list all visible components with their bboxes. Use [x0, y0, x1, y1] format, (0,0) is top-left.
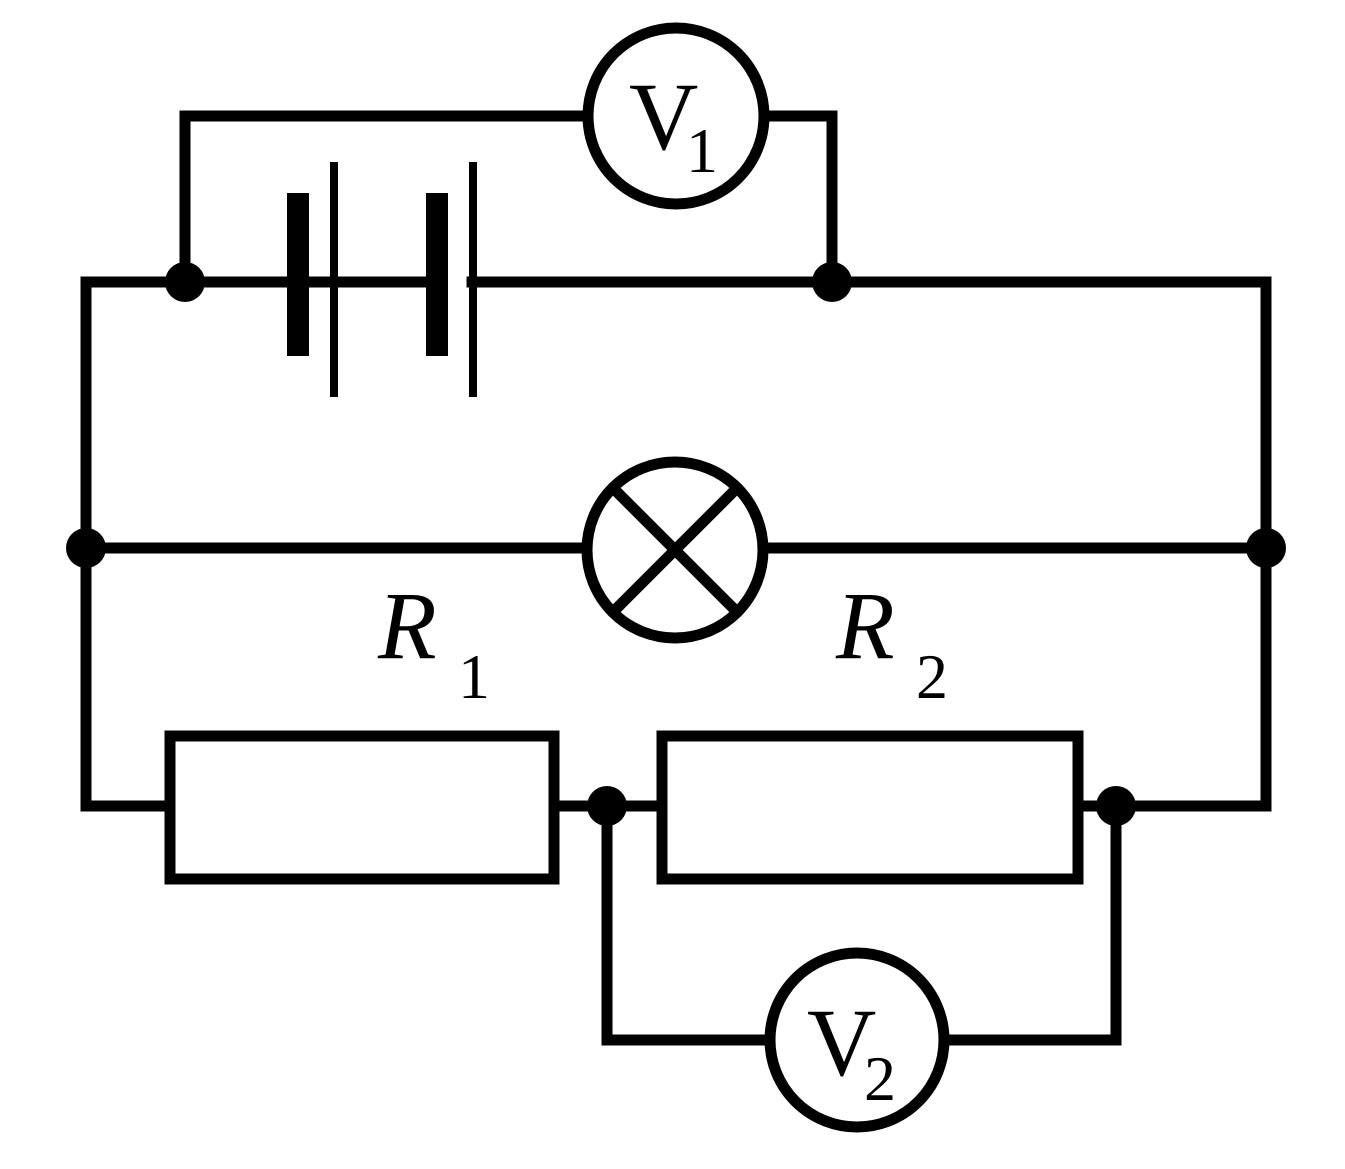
- battery: [287, 162, 477, 397]
- wire-r2-right: [1072, 542, 1272, 812]
- junction-node: [1246, 528, 1286, 568]
- junction-node: [812, 262, 852, 302]
- junction-node: [587, 786, 627, 826]
- wire-v1-right: [759, 110, 838, 288]
- v1-letter: V: [629, 63, 698, 170]
- wire-r1-left: [80, 542, 176, 812]
- junction-node: [165, 262, 205, 302]
- resistor-r1: [164, 730, 560, 885]
- v1-subscript: 1: [686, 115, 718, 186]
- v2-branch: V 2: [601, 800, 1122, 1133]
- lamp-cross-icon: [605, 480, 745, 620]
- r1-subscript: 1: [458, 641, 490, 712]
- junction-nodes: [66, 262, 1286, 826]
- voltmeter-v1: [582, 22, 770, 210]
- wire-v2-right: [938, 800, 1122, 1046]
- junction-node: [1096, 786, 1136, 826]
- resistor-r2: [656, 730, 1084, 885]
- wire-top-left: [80, 276, 191, 554]
- lamp-branch: [80, 456, 1272, 644]
- resistor-branch: R 1 R 2: [80, 542, 1272, 885]
- r1-letter: R: [377, 572, 437, 679]
- voltmeter-v2: [764, 947, 950, 1133]
- junction-node: [66, 528, 106, 568]
- v2-subscript: 2: [864, 1043, 896, 1114]
- r2-letter: R: [835, 572, 895, 679]
- wire-v1-left: [179, 110, 591, 288]
- v2-letter: V: [807, 989, 876, 1096]
- r2-subscript: 2: [916, 641, 948, 712]
- v1-branch: V 1: [179, 22, 838, 288]
- wire-v2-left: [601, 800, 776, 1046]
